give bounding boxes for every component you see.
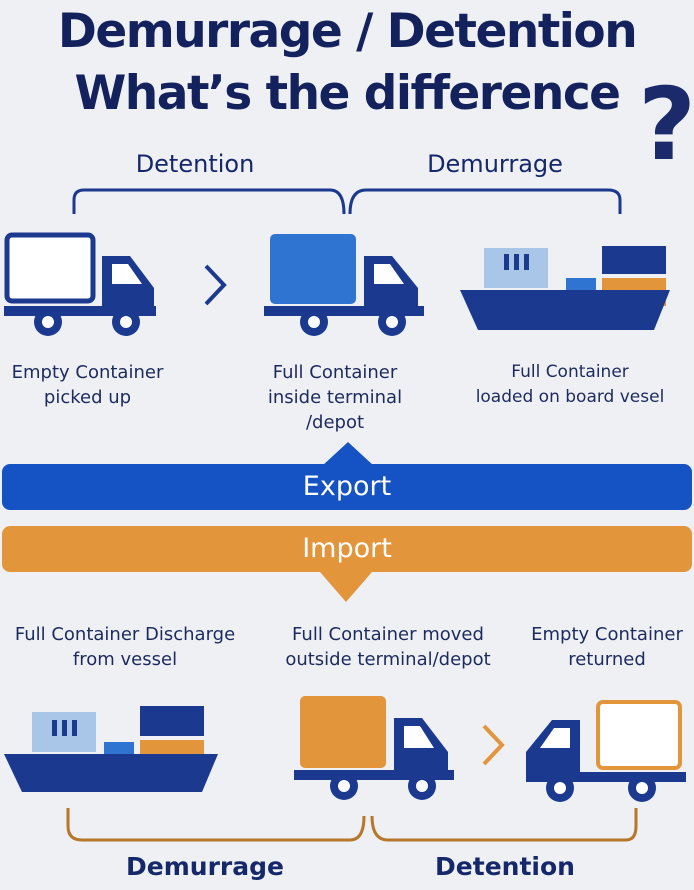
import-detention-label: Detention bbox=[435, 852, 575, 881]
export-demurrage-label: Demurrage bbox=[427, 150, 563, 178]
empty-truck-return-icon bbox=[526, 700, 686, 802]
export-band: Export bbox=[2, 464, 692, 510]
export-brackets bbox=[72, 188, 622, 215]
title-line-1: Demurrage / Detention bbox=[57, 4, 638, 59]
cargo-ship-icon bbox=[460, 246, 670, 330]
title-line-2: What’s the difference bbox=[74, 66, 621, 121]
full-truck-blue-icon bbox=[264, 234, 424, 336]
cargo-ship-import-icon bbox=[4, 706, 218, 792]
import-demurrage-label: Demurrage bbox=[126, 852, 284, 881]
full-truck-orange-icon bbox=[294, 696, 454, 800]
empty-truck-icon bbox=[4, 232, 156, 336]
import-band: Import bbox=[2, 526, 692, 572]
import-pointer bbox=[320, 572, 372, 602]
chevron-right-icon-import bbox=[482, 724, 505, 766]
export-pointer bbox=[322, 442, 374, 466]
export-detention-label: Detention bbox=[135, 150, 255, 178]
question-mark-icon: ? bbox=[638, 66, 694, 183]
chevron-right-icon bbox=[204, 264, 227, 306]
